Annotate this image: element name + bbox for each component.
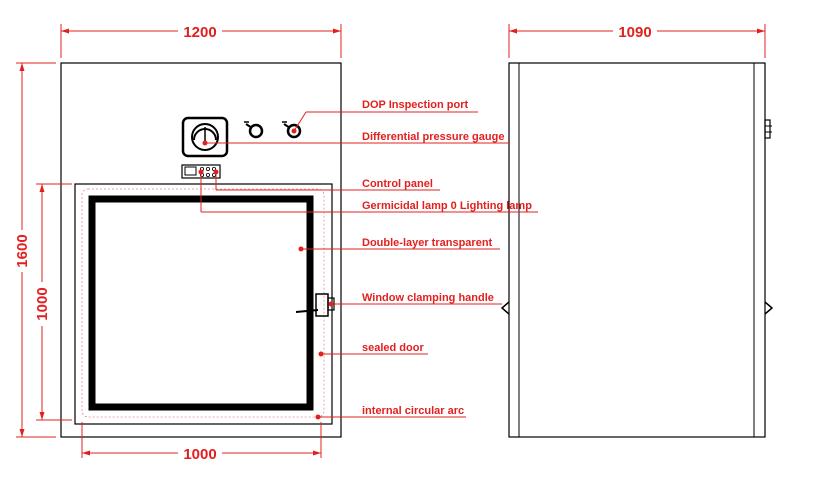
pressure-gauge-icon: [181, 116, 229, 158]
leader-lines: [198, 111, 538, 420]
label-handle: Window clamping handle: [362, 292, 494, 304]
dim-door-width: 1000: [183, 446, 216, 463]
label-pressure-gauge: Differential pressure gauge: [362, 131, 504, 143]
label-transparent: Double-layer transparent: [362, 237, 493, 249]
label-lamp: Germicidal lamp 0 Lighting lamp: [362, 200, 532, 212]
door-handle-icon: [295, 293, 335, 317]
label-dop-port: DOP Inspection port: [362, 99, 468, 111]
label-arc: internal circular arc: [362, 405, 464, 417]
label-sealed-door: sealed door: [362, 342, 424, 354]
dop-port-icon-left: [244, 121, 264, 139]
side-view: [500, 62, 774, 438]
label-control-panel: Control panel: [362, 178, 433, 190]
dim-side-width: 1090: [618, 24, 651, 41]
dim-door-height: 1000: [34, 287, 51, 320]
side-cabinet-outline: [508, 62, 766, 438]
side-gauge-fitting: [764, 119, 772, 139]
dim-front-width: 1200: [183, 24, 216, 41]
door-seal-line: [81, 188, 325, 418]
dimension-lines: [16, 24, 766, 458]
dop-port-icon-right: [282, 121, 302, 139]
transparent-window: [88, 195, 314, 411]
side-handle-left: [500, 301, 510, 315]
door-frame: [74, 183, 333, 425]
front-cabinet-outline: [60, 62, 342, 438]
side-handle-right: [764, 301, 774, 315]
dim-total-height: 1600: [14, 234, 31, 267]
